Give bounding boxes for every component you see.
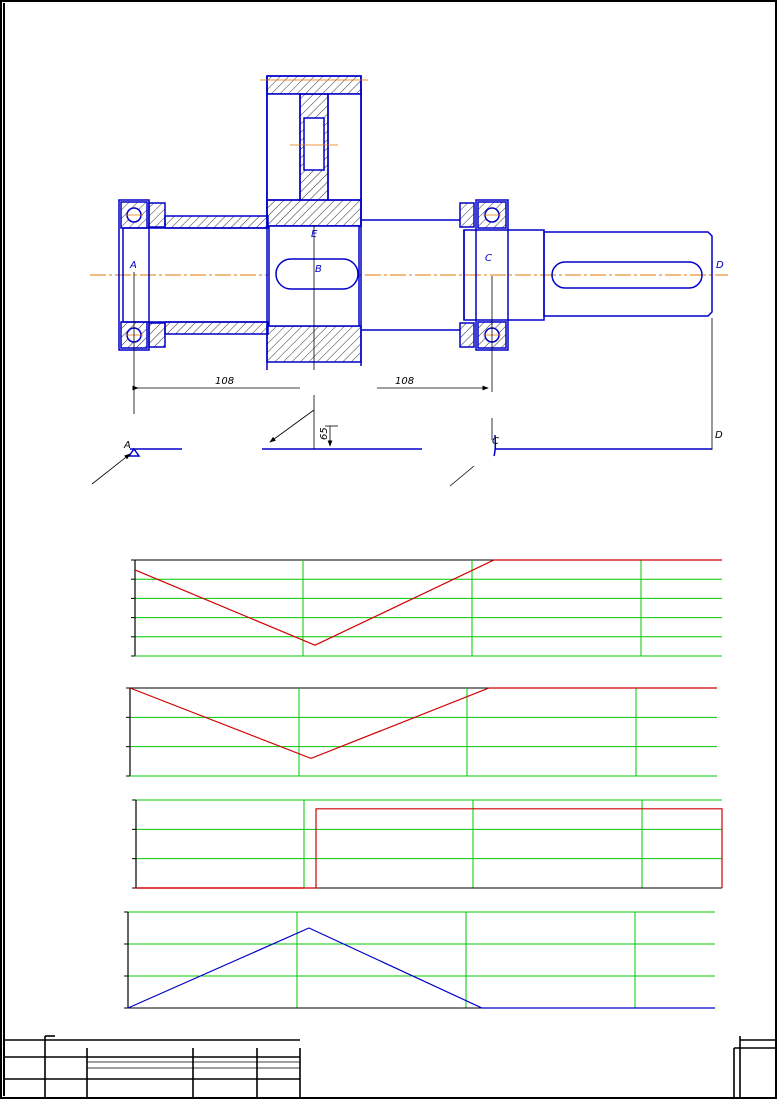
dimension-lines [132, 272, 713, 450]
point-label-b: B [315, 264, 322, 275]
support-label-c: C [492, 436, 499, 447]
middle-shaft [361, 219, 460, 331]
series-line [127, 927, 715, 1009]
point-label-e: E [311, 229, 318, 240]
series-line [136, 808, 723, 889]
left-sleeve [164, 215, 269, 335]
gear [266, 75, 362, 370]
series-line [134, 559, 722, 646]
left-shaft [122, 227, 268, 323]
dimension-offset: 65 [319, 427, 330, 440]
dimension-left-span: 108 [215, 376, 234, 387]
support-label-a: A [123, 440, 131, 451]
support-label-d: D [715, 430, 723, 441]
total-moment-diagram [124, 911, 715, 1009]
moment-diagram-2 [126, 687, 717, 777]
beam-scheme: A C D 65 [91, 395, 723, 487]
title-block [4, 1035, 776, 1097]
torque-diagram [132, 799, 723, 889]
point-label-d: D [716, 260, 724, 271]
dimension-right-span: 108 [395, 376, 414, 387]
point-label-c: C [485, 253, 492, 264]
right-shaft [463, 229, 713, 321]
shaft-assembly: A B C D E [90, 75, 728, 370]
moment-diagram-1 [131, 559, 722, 657]
point-label-a: A [129, 260, 137, 271]
series-line [129, 687, 717, 760]
